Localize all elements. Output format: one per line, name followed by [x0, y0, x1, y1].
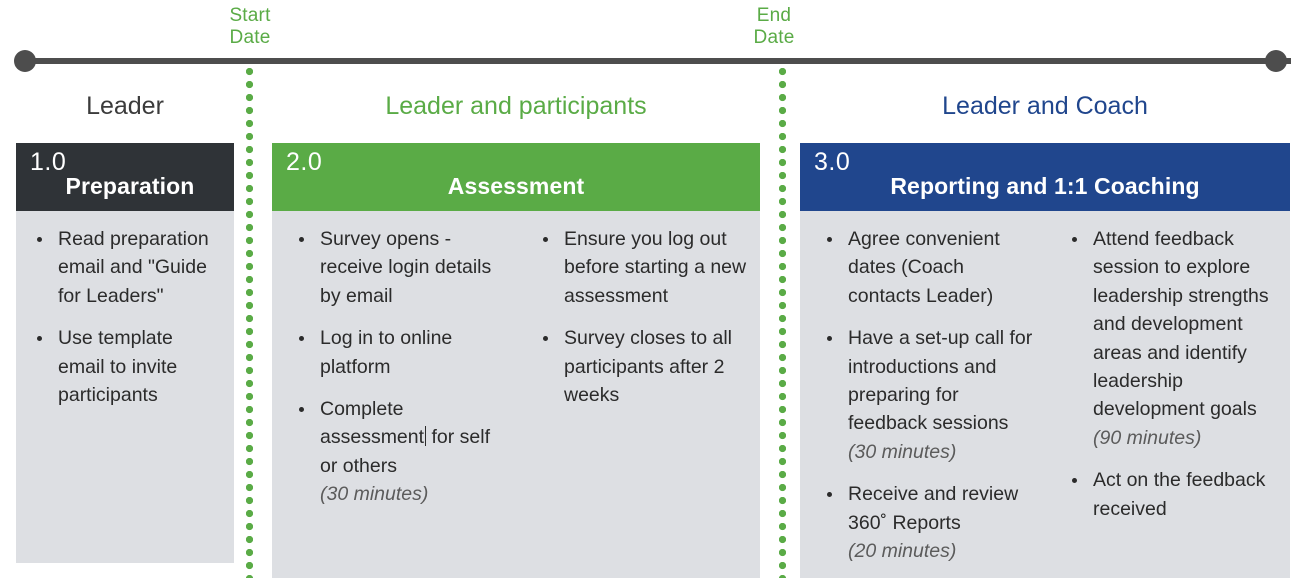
audience-heading-leader-and-participants: Leader and participants [385, 92, 647, 120]
list-item: Receive and review 360˚ Reports (20 minu… [822, 480, 1037, 565]
timeline-bar [24, 58, 1291, 64]
list-item-note: (90 minutes) [1093, 426, 1202, 449]
bullet-column: Read preparation email and "Guide for Le… [16, 225, 234, 423]
start-date-label-line1: Start [229, 5, 271, 26]
phase-panel-assessment: 2.0 Assessment Survey opens - receive lo… [272, 143, 760, 578]
end-date-label: End Date [709, 5, 839, 49]
list-item-text: Complete assessment [320, 398, 425, 449]
end-date-label-line2: Date [753, 27, 795, 48]
phase-header-assessment: 2.0 Assessment [272, 143, 760, 211]
list-item-note: (30 minutes) [320, 483, 429, 506]
list-item: Attend feedback session to explore leade… [1067, 225, 1282, 452]
list-item: Agree convenient dates (Coach contacts L… [822, 225, 1037, 310]
audience-heading-leader-and-coach: Leader and Coach [942, 92, 1148, 120]
list-item: Survey closes to all participants after … [538, 324, 752, 409]
start-date-label: Start Date [185, 5, 315, 49]
list-item: Have a set-up call for introductions and… [822, 324, 1037, 466]
list-item-text: Attend feedback session to explore leade… [1093, 228, 1269, 421]
bullet-list: Ensure you log out before starting a new… [538, 225, 752, 409]
list-item-text: Survey closes to all participants after … [564, 327, 732, 407]
list-item: Log in to online platform [294, 324, 508, 381]
bullet-column: Ensure you log out before starting a new… [516, 225, 760, 523]
list-item-text-tail: for self or others [320, 426, 490, 477]
phase-number: 2.0 [286, 148, 323, 176]
phase-number: 3.0 [814, 148, 851, 176]
phase-number: 1.0 [30, 148, 67, 176]
start-date-divider [246, 68, 253, 578]
bullet-column: Survey opens - receive login details by … [272, 225, 516, 523]
list-item: Ensure you log out before starting a new… [538, 225, 752, 310]
phase-body: Survey opens - receive login details by … [272, 211, 760, 523]
bullet-list: Survey opens - receive login details by … [294, 225, 508, 509]
bullet-column: Attend feedback session to explore leade… [1045, 225, 1290, 579]
phase-body: Agree convenient dates (Coach contacts L… [800, 211, 1290, 579]
list-item-text: Agree convenient dates (Coach contacts L… [848, 228, 1000, 307]
list-item-text: Ensure you log out before starting a new… [564, 228, 747, 307]
list-item-text: Log in to online platform [320, 327, 453, 378]
end-date-divider [779, 68, 786, 578]
phase-header-reporting-coaching: 3.0 Reporting and 1:1 Coaching [800, 143, 1290, 211]
phase-title: Assessment [447, 173, 585, 199]
list-item: Act on the feedback received [1067, 466, 1282, 523]
list-item-note: (30 minutes) [848, 440, 957, 463]
list-item: Survey opens - receive login details by … [294, 225, 508, 310]
phase-title: Preparation [65, 173, 195, 199]
timeline-end-dot [1265, 50, 1287, 72]
timeline-start-dot [14, 50, 36, 72]
start-date-label-line2: Date [229, 27, 271, 48]
phase-panel-reporting-coaching: 3.0 Reporting and 1:1 Coaching Agree con… [800, 143, 1290, 578]
bullet-column: Agree convenient dates (Coach contacts L… [800, 225, 1045, 579]
list-item-text: Read preparation email and "Guide for Le… [58, 228, 209, 307]
phase-panel-preparation: 1.0 Preparation Read preparation email a… [16, 143, 234, 563]
phase-title: Reporting and 1:1 Coaching [890, 173, 1200, 199]
phase-body: Read preparation email and "Guide for Le… [16, 211, 234, 423]
phase-header-preparation: 1.0 Preparation [16, 143, 234, 211]
text-cursor-caret [425, 426, 427, 447]
list-item-text: Act on the feedback received [1093, 469, 1266, 520]
bullet-list: Attend feedback session to explore leade… [1067, 225, 1282, 523]
bullet-list: Read preparation email and "Guide for Le… [32, 225, 224, 409]
audience-heading-leader: Leader [86, 92, 164, 120]
list-item-text: Have a set-up call for introductions and… [848, 327, 1033, 435]
list-item-note: (20 minutes) [848, 540, 957, 563]
list-item-text: Survey opens - receive login details by … [320, 228, 492, 307]
end-date-label-line1: End [756, 5, 792, 26]
list-item-text: Use template email to invite participant… [58, 327, 178, 407]
list-item: Use template email to invite participant… [32, 324, 224, 409]
list-item: Read preparation email and "Guide for Le… [32, 225, 224, 310]
list-item-editing[interactable]: Complete assessment for self or others (… [294, 395, 508, 509]
bullet-list: Agree convenient dates (Coach contacts L… [822, 225, 1037, 565]
list-item-text: Receive and review 360˚ Reports [848, 483, 1019, 534]
